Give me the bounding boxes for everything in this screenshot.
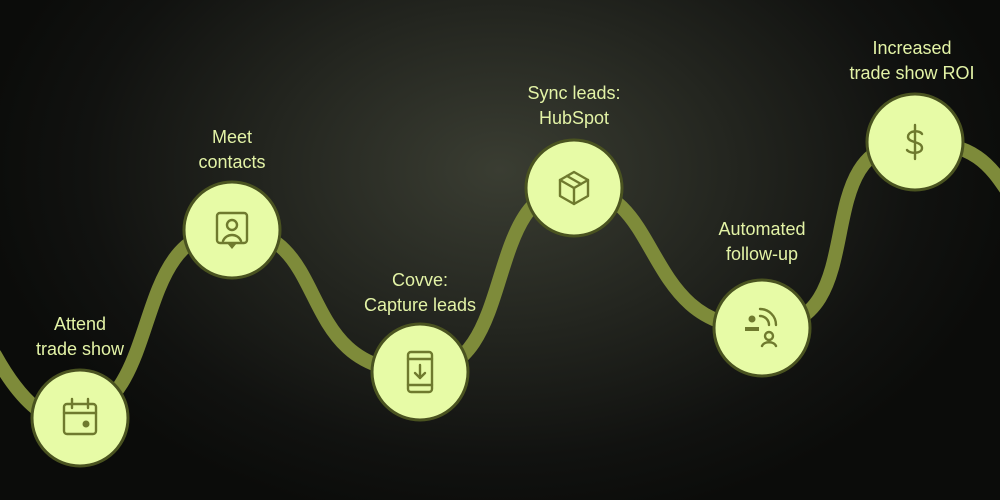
step-node-covve-capture-leads [370,322,470,422]
step-label-increased-roi: Increased trade show ROI [849,38,975,83]
contact-card-icon [215,211,249,249]
step-node-meet-contacts [182,180,282,280]
dollar-icon [905,123,924,161]
phone-download-icon [406,350,434,394]
node-circle-5 [712,278,812,378]
package-box-icon [558,170,590,206]
workflow-connector-path [0,134,1000,428]
step-node-attend-trade-show [30,368,130,468]
calendar-icon [62,397,98,436]
step-label-covve-capture-leads: Covve: Capture leads [363,270,477,315]
step-node-sync-leads-hubspot [524,138,624,238]
step-label-meet-contacts: Meet contacts [198,127,266,172]
step-label-automated-follow-up: Automated follow-up [718,219,806,264]
node-circle-1 [30,368,130,468]
step-label-sync-leads-hubspot: Sync leads: HubSpot [527,83,621,128]
step-node-automated-follow-up [712,278,812,378]
step-label-attend-trade-show: Attend trade show [35,314,125,359]
contact-signal-icon [745,307,778,348]
step-node-increased-roi [865,92,965,192]
